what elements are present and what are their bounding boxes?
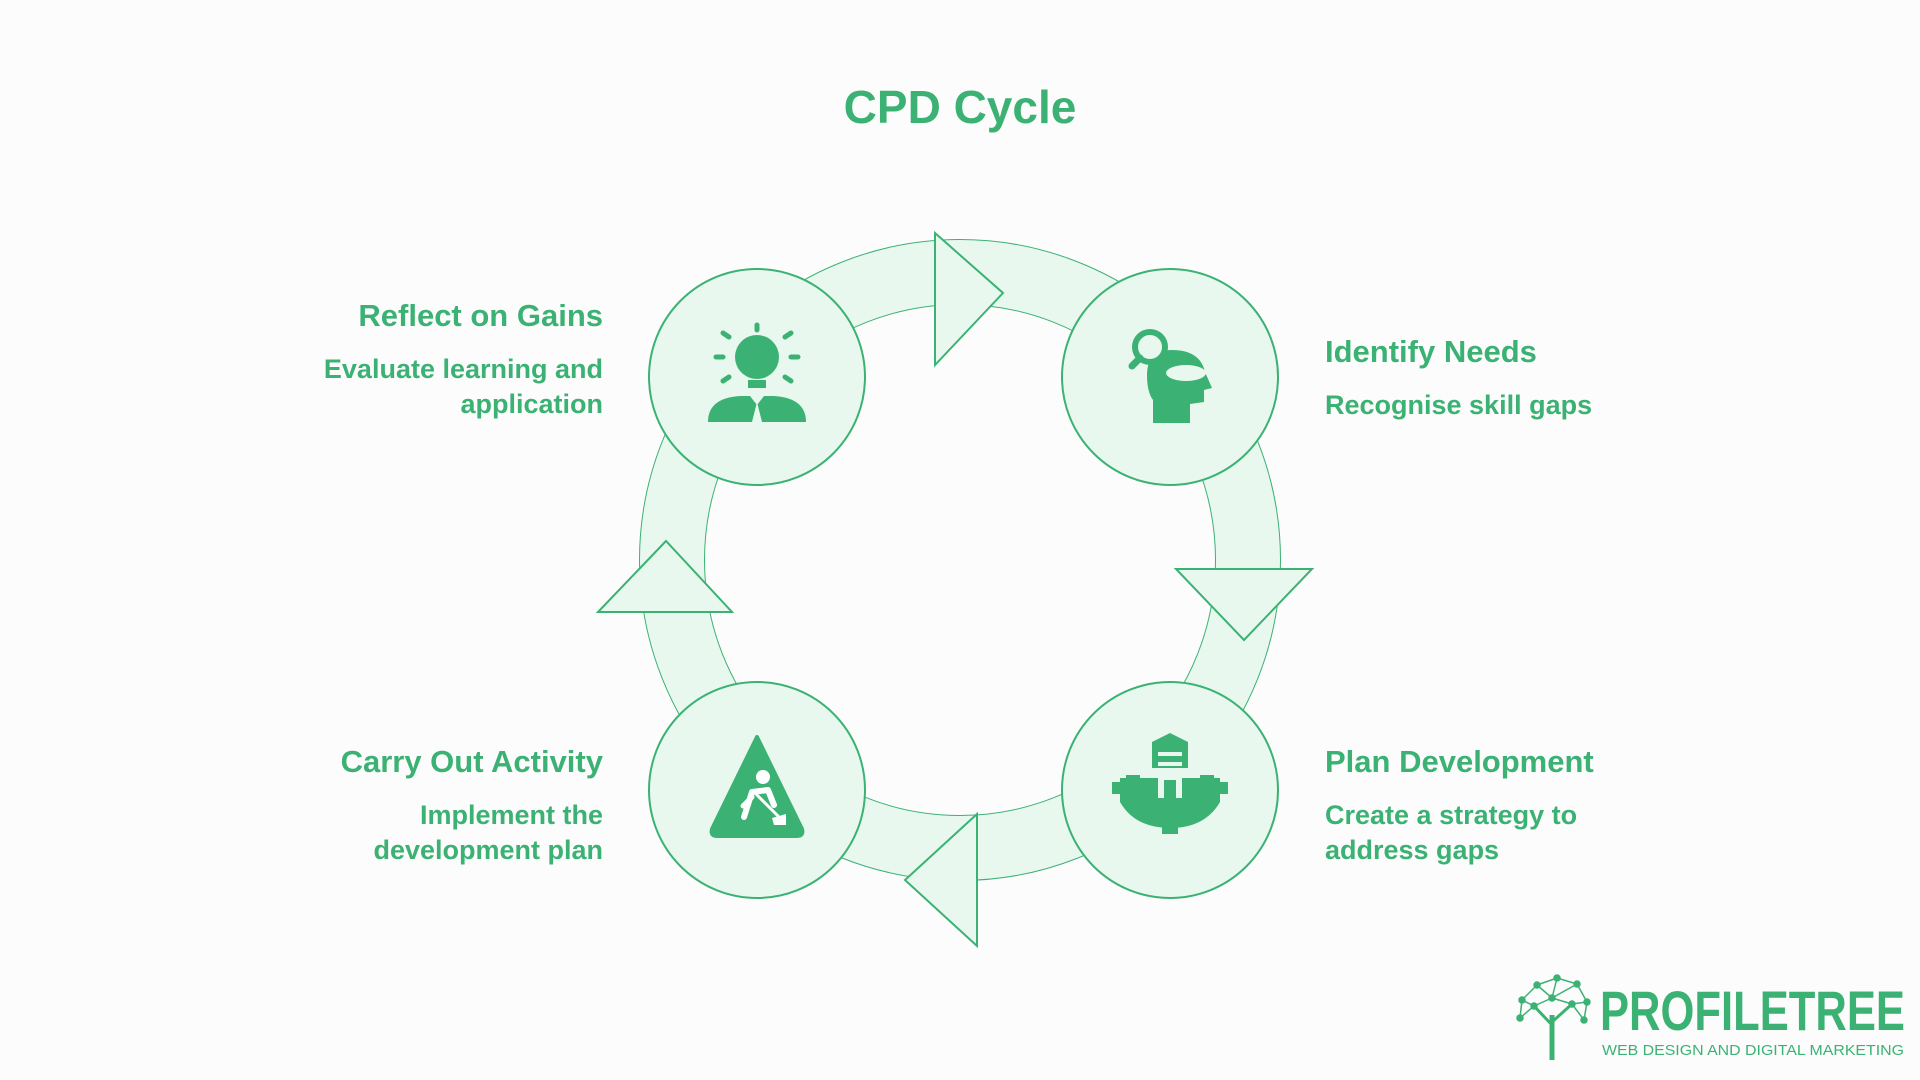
step-plan: Plan Development Create a strategy to ad… <box>1325 744 1615 868</box>
step-description: Recognise skill gaps <box>1325 390 1593 420</box>
gear-building-icon <box>1112 733 1228 834</box>
logo-tagline: WEB DESIGN AND DIGITAL MARKETING <box>1602 1042 1904 1059</box>
arrow-top <box>934 230 1005 368</box>
step-description: Implement the development plan <box>373 800 603 865</box>
work-sign-icon <box>709 735 805 838</box>
profiletree-logo: PROFILETREE WEB DESIGN AND DIGITAL MARKE… <box>1516 974 1905 1060</box>
step-title: Carry Out Activity <box>340 744 603 779</box>
diagram-title: CPD Cycle <box>843 81 1077 133</box>
arrow-right <box>1173 568 1315 642</box>
step-identify: Identify Needs Recognise skill gaps <box>1325 334 1655 423</box>
tree-network-icon <box>1516 974 1591 1060</box>
logo-name: PROFILETREE <box>1600 979 1905 1042</box>
arrow-left <box>595 539 735 613</box>
arrow-bottom <box>903 811 978 949</box>
head-magnifier-icon <box>1128 329 1212 423</box>
step-title: Plan Development <box>1325 744 1594 779</box>
step-title: Identify Needs <box>1325 334 1537 369</box>
step-title: Reflect on Gains <box>358 298 603 333</box>
step-carry-out: Carry Out Activity Implement the develop… <box>330 744 603 868</box>
step-description: Evaluate learning and application <box>323 354 603 419</box>
step-reflect: Reflect on Gains Evaluate learning and a… <box>280 298 603 422</box>
idea-person-icon <box>708 322 806 422</box>
step-description: Create a strategy to address gaps <box>1325 800 1578 865</box>
